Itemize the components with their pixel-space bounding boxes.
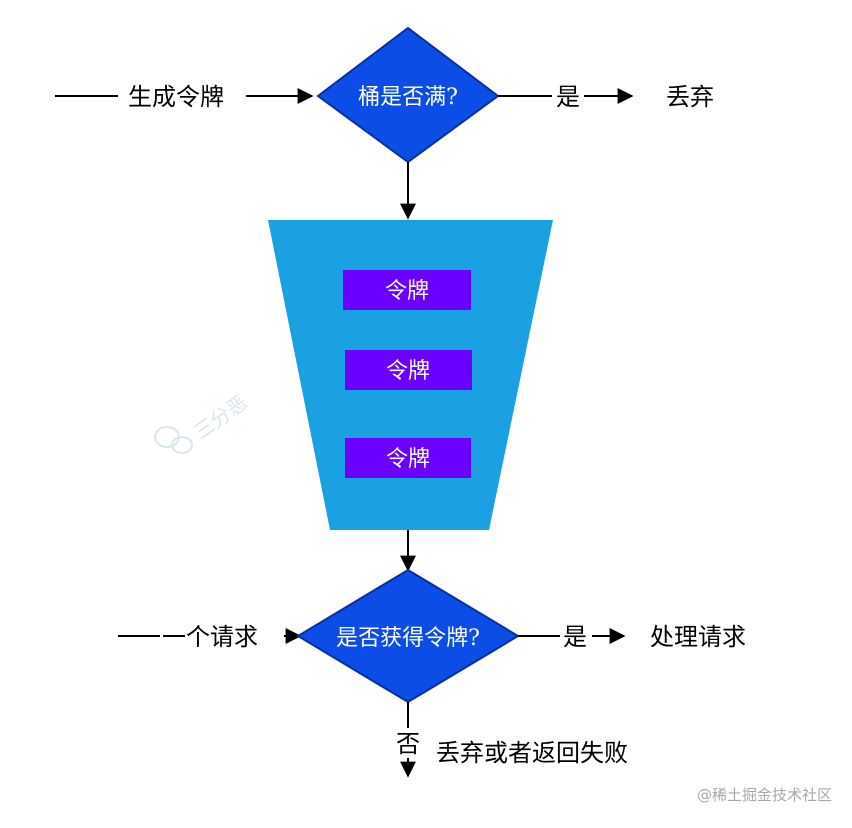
- token-label: 令牌: [386, 359, 430, 384]
- token-label: 令牌: [385, 279, 429, 304]
- process-request-label: 处理请求: [650, 623, 746, 651]
- generate-token-label: 生成令牌: [128, 83, 224, 111]
- discard-label-top: 丢弃: [666, 83, 714, 111]
- no-label: 否: [396, 730, 420, 758]
- token-block: [345, 438, 471, 478]
- wechat-icon: [154, 426, 193, 454]
- token-label: 令牌: [386, 447, 430, 472]
- discard-or-fail-label: 丢弃或者返回失败: [436, 739, 628, 767]
- request-label: 一个请求: [162, 623, 258, 651]
- footer-watermark: @稀土掘金技术社区: [697, 786, 832, 804]
- yes-label-bottom: 是: [563, 623, 587, 651]
- yes-label-top: 是: [556, 83, 580, 111]
- token-block: [345, 350, 472, 390]
- watermark: 三分恶: [154, 390, 252, 454]
- get-token-question: 是否获得令牌?: [336, 626, 480, 651]
- bucket-full-question: 桶是否满?: [358, 85, 458, 110]
- token-block: [343, 270, 471, 310]
- watermark-text: 三分恶: [189, 390, 252, 444]
